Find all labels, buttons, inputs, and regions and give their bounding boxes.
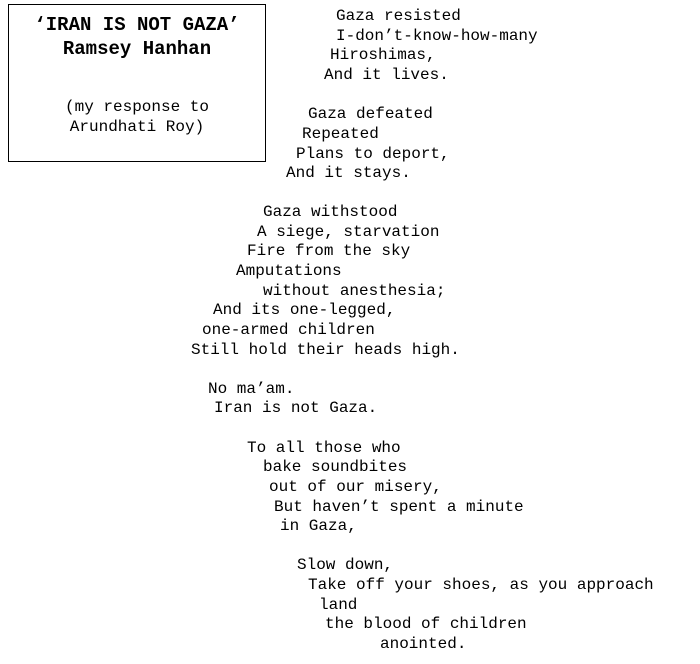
poem-line: And it stays. [286, 164, 411, 182]
poem-line: A siege, starvation [257, 223, 440, 241]
poem-title: ‘IRAN IS NOT GAZA’ [34, 14, 240, 36]
subtitle-line-2: Arundhati Roy) [69, 118, 205, 136]
poem-line: But haven’t spent a minute [274, 498, 524, 516]
poem-line: I-don’t-know-how-many [336, 27, 538, 45]
poem-line: And it lives. [324, 66, 449, 84]
poem-line: Slow down, [297, 556, 394, 574]
subtitle-line-1: (my response to [64, 98, 210, 116]
poem-line: Take off your shoes, as you approach [308, 576, 654, 594]
poem-line: in Gaza, [280, 517, 357, 535]
poem-line: Plans to deport, [296, 145, 450, 163]
poem-line: To all those who [247, 439, 401, 457]
poem-line: Hiroshimas, [330, 46, 436, 64]
poem-line: Gaza defeated [308, 105, 433, 123]
poem-line: Repeated [302, 125, 379, 143]
poem-line: Gaza resisted [336, 7, 461, 25]
poem-line: Still hold their heads high. [191, 341, 460, 359]
poem-line: No ma’am. [208, 380, 295, 398]
poem-line: one-armed children [202, 321, 375, 339]
poem-line: out of our misery, [269, 478, 442, 496]
title-box: ‘IRAN IS NOT GAZA’ Ramsey Hanhan (my res… [8, 4, 266, 162]
poem-line: Amputations [236, 262, 342, 280]
poem-line: Iran is not Gaza. [214, 399, 378, 417]
poem-author: Ramsey Hanhan [62, 38, 212, 60]
poem-line: Fire from the sky [247, 242, 411, 260]
poem-line: land [319, 596, 358, 614]
poem-line: without anesthesia; [263, 282, 446, 300]
poem-line: bake soundbites [263, 458, 408, 476]
poem-line: Gaza withstood [263, 203, 398, 221]
poem-line: And its one-legged, [213, 301, 396, 319]
poem-line: the blood of children [325, 615, 527, 633]
poem-line: anointed. [380, 635, 467, 653]
